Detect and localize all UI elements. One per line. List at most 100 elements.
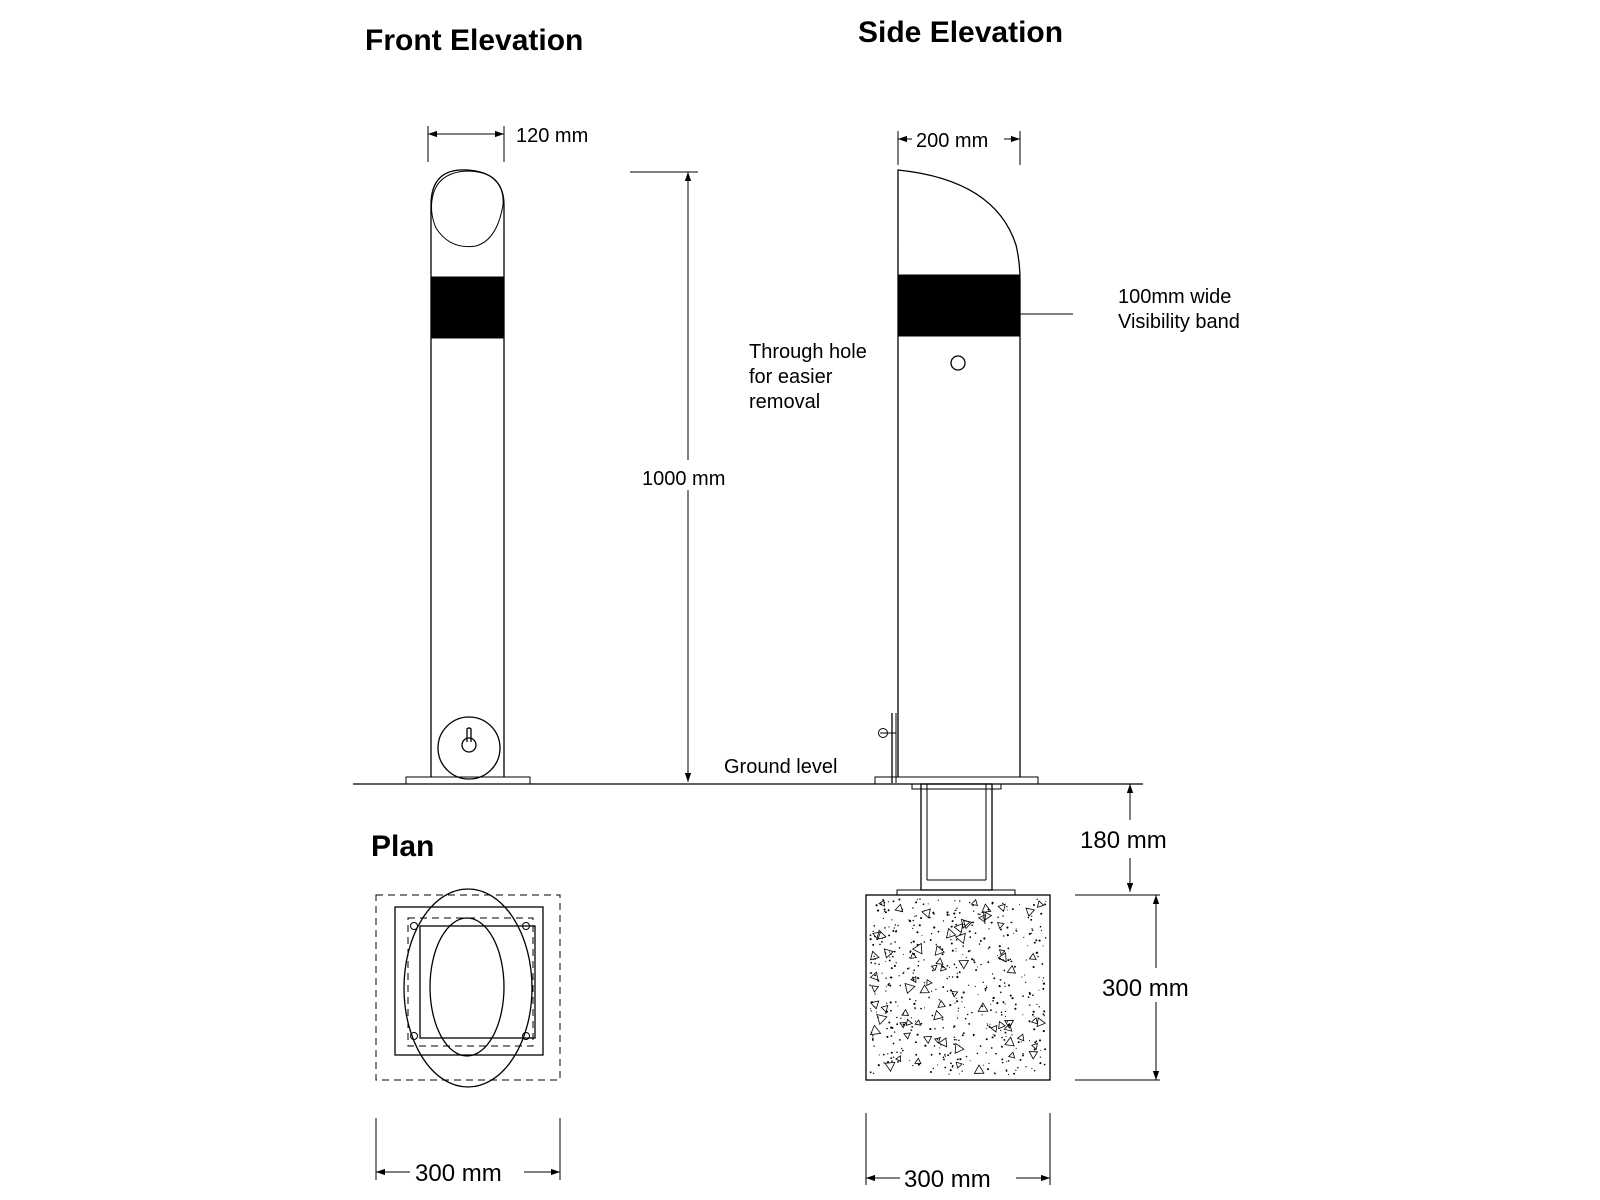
concrete-aggregate-dot (1025, 959, 1027, 961)
concrete-aggregate-stone (998, 1020, 1006, 1030)
concrete-aggregate-stone (876, 929, 887, 940)
concrete-aggregate-dot (882, 1053, 885, 1056)
concrete-aggregate-dot (957, 1007, 960, 1009)
concrete-aggregate-dot (915, 1000, 917, 1002)
concrete-aggregate-dot (1043, 1015, 1045, 1017)
concrete-aggregate-stone (954, 1042, 965, 1054)
concrete-aggregate-dot (958, 1039, 960, 1042)
concrete-aggregate-stone (977, 1002, 989, 1012)
side-base-plate (874, 776, 1039, 785)
concrete-aggregate-dot (1037, 955, 1039, 958)
concrete-aggregate-stone (1036, 900, 1045, 908)
concrete-aggregate-dot (887, 1053, 889, 1055)
concrete-aggregate-dot (993, 1071, 995, 1073)
concrete-aggregate-stone (940, 964, 948, 972)
concrete-aggregate-dot (872, 1072, 875, 1075)
concrete-aggregate-dot (879, 943, 881, 946)
ground-sleeve (920, 783, 993, 891)
concrete-aggregate-dot (1011, 908, 1014, 911)
side-hasp-ring (878, 728, 888, 738)
concrete-aggregate-dot (1007, 947, 1010, 950)
concrete-aggregate-stone (1008, 1051, 1016, 1059)
concrete-aggregate-dot (948, 966, 950, 968)
concrete-aggregate-dot (1040, 912, 1043, 915)
concrete-aggregate-dot (889, 1001, 892, 1004)
concrete-aggregate-dot (1040, 1049, 1042, 1051)
concrete-aggregate-dot (986, 1023, 988, 1025)
concrete-aggregate-dot (912, 919, 914, 922)
concrete-aggregate-dot (1015, 928, 1017, 930)
concrete-aggregate-stone (911, 942, 923, 955)
concrete-aggregate-stone (926, 978, 933, 987)
concrete-aggregate-dot (996, 1002, 999, 1005)
concrete-aggregate-dot (1025, 1066, 1027, 1068)
concrete-aggregate-dot (886, 1060, 890, 1064)
concrete-aggregate-dot (953, 963, 956, 966)
hole-note-line1: Through hole (749, 341, 867, 363)
concrete-aggregate-dot (951, 976, 954, 978)
concrete-aggregate-dot (971, 1011, 973, 1014)
side-visibility-band (897, 274, 1021, 337)
concrete-aggregate-dot (935, 988, 937, 991)
concrete-aggregate-dot (1042, 1030, 1045, 1033)
concrete-aggregate-dot (995, 1052, 997, 1055)
concrete-aggregate-dot (1004, 1010, 1007, 1013)
concrete-aggregate-dot (901, 1047, 903, 1050)
concrete-aggregate-stone (1006, 964, 1017, 974)
concrete-aggregate-dot (1011, 997, 1014, 1000)
concrete-aggregate-dot (884, 1012, 887, 1014)
concrete-aggregate-dot (923, 1007, 926, 1009)
concrete-aggregate-stone (977, 913, 986, 923)
concrete-aggregate-dot (1014, 1003, 1017, 1006)
concrete-aggregate-dot (958, 912, 961, 914)
concrete-aggregate-dot (870, 1008, 872, 1010)
plan-bolt-bottom-right (522, 1032, 530, 1040)
concrete-aggregate-dot (1015, 1069, 1017, 1072)
concrete-aggregate-dot (923, 981, 926, 984)
concrete-aggregate-dot (1031, 929, 1034, 932)
concrete-aggregate-dot (1013, 965, 1016, 968)
concrete-aggregate-dot (953, 1038, 956, 1041)
concrete-footing (865, 894, 1051, 1081)
concrete-aggregate-dot (937, 930, 940, 933)
concrete-aggregate-dot (897, 924, 899, 927)
concrete-aggregate-dot (933, 1045, 936, 1047)
concrete-aggregate-dot (890, 976, 893, 979)
concrete-aggregate-dot (1031, 928, 1033, 930)
concrete-aggregate-dot (947, 1054, 950, 1057)
concrete-aggregate-dot (986, 1024, 989, 1026)
concrete-aggregate-dot (955, 947, 957, 950)
concrete-aggregate-dot (881, 941, 883, 943)
concrete-aggregate-dot (1005, 1036, 1007, 1038)
concrete-aggregate-dot (1000, 1029, 1002, 1032)
concrete-aggregate-dot (875, 1011, 877, 1013)
concrete-aggregate-dot (955, 1039, 957, 1041)
band-note-line2: Visibility band (1118, 311, 1240, 333)
concrete-aggregate-dot (897, 1005, 899, 1007)
concrete-aggregate-dot (949, 1004, 952, 1007)
concrete-aggregate-dot (968, 930, 971, 933)
plan-view (375, 888, 561, 1088)
concrete-aggregate-dot (962, 954, 964, 956)
concrete-aggregate-dot (988, 946, 991, 949)
concrete-aggregate-dot (1034, 1041, 1037, 1044)
concrete-aggregate-dot (999, 978, 1002, 981)
concrete-aggregate-dot (912, 978, 915, 981)
concrete-aggregate-dot (1031, 1067, 1033, 1070)
concrete-aggregate-dot (1044, 937, 1047, 939)
concrete-aggregate-stone (999, 949, 1006, 956)
concrete-aggregate-dot (1030, 918, 1033, 921)
concrete-aggregate-dot (981, 1005, 984, 1008)
concrete-aggregate-dot (888, 1021, 891, 1024)
concrete-aggregate-dot (923, 941, 926, 943)
concrete-aggregate-dot (951, 1066, 954, 1068)
side-width-label: 200 mm (916, 130, 988, 152)
front-base-lock (437, 716, 501, 780)
concrete-aggregate-dot (915, 1053, 918, 1056)
concrete-aggregate-dot (874, 962, 877, 965)
concrete-aggregate-dot (885, 990, 887, 992)
concrete-aggregate-dot (948, 1073, 950, 1075)
concrete-aggregate-stone (878, 899, 885, 907)
concrete-aggregate-stone (876, 1013, 888, 1026)
